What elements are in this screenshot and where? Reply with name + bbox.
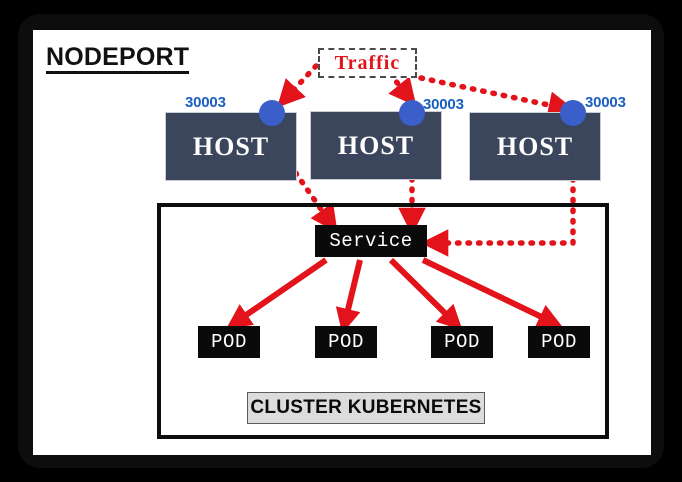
cluster-label: CLUSTER KUBERNETES [247,392,485,424]
pod-box-3[interactable]: POD [431,326,493,358]
port-label-1: 30003 [185,94,226,111]
service-box[interactable]: Service [315,225,427,257]
port-label-2: 30003 [423,96,464,113]
pod-box-1[interactable]: POD [198,326,260,358]
host-box-2[interactable]: HOST [311,112,441,179]
diagram-canvas: NODEPORT Traffic HOST HOST HOST 30003 30… [33,30,651,455]
node-port-dot-3[interactable] [560,100,586,126]
node-port-dot-1[interactable] [259,100,285,126]
cluster-boundary [157,203,609,439]
pod-box-4[interactable]: POD [528,326,590,358]
port-label-3: 30003 [585,94,626,111]
page-title: NODEPORT [46,44,190,75]
traffic-label: Traffic [318,48,417,78]
pod-box-2[interactable]: POD [315,326,377,358]
edge-traffic-to-node1 [276,63,319,108]
node-port-dot-2[interactable] [399,100,425,126]
